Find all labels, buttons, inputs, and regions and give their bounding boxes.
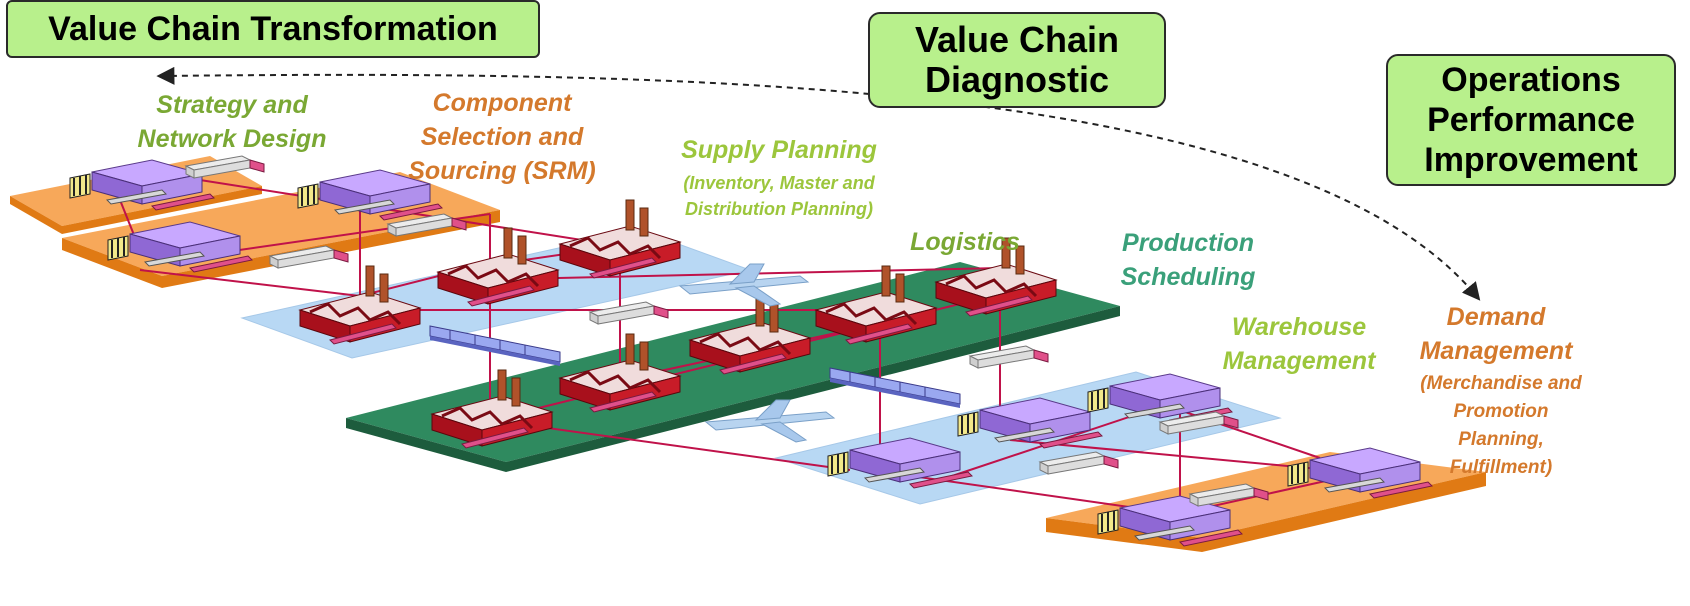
label-production-scheduling: Production Scheduling xyxy=(1120,229,1256,291)
label-supply-planning: Supply Planning xyxy=(681,136,877,164)
value-chain-diagnostic-text: Value Chain Diagnostic xyxy=(914,19,1120,100)
operations-performance-improvement-text: Operations Performance Improvement xyxy=(1424,61,1638,179)
label-logistics: Logistics xyxy=(910,228,1020,256)
label-demand-management: Demand Management xyxy=(1419,303,1573,365)
label-component-selection-sourcing: Component Selection and Sourcing (SRM) xyxy=(408,89,596,185)
label-warehouse-management: Warehouse Management xyxy=(1222,313,1376,375)
train-1 xyxy=(429,325,561,367)
operations-performance-improvement-box: Operations Performance Improvement xyxy=(1386,54,1676,186)
label-supply-planning-subtitle: (Inventory, Master and Distribution Plan… xyxy=(683,173,875,219)
train-2 xyxy=(829,367,961,409)
value-chain-transformation-text: Value Chain Transformation xyxy=(48,9,498,48)
value-chain-diagnostic-box: Value Chain Diagnostic xyxy=(868,12,1166,108)
value-chain-transformation-box: Value Chain Transformation xyxy=(6,0,540,58)
label-strategy-network-design: Strategy and Network Design xyxy=(137,91,327,153)
label-demand-management-subtitle: (Merchandise and Promotion Planning, Ful… xyxy=(1420,373,1582,478)
truck-4 xyxy=(589,301,669,325)
